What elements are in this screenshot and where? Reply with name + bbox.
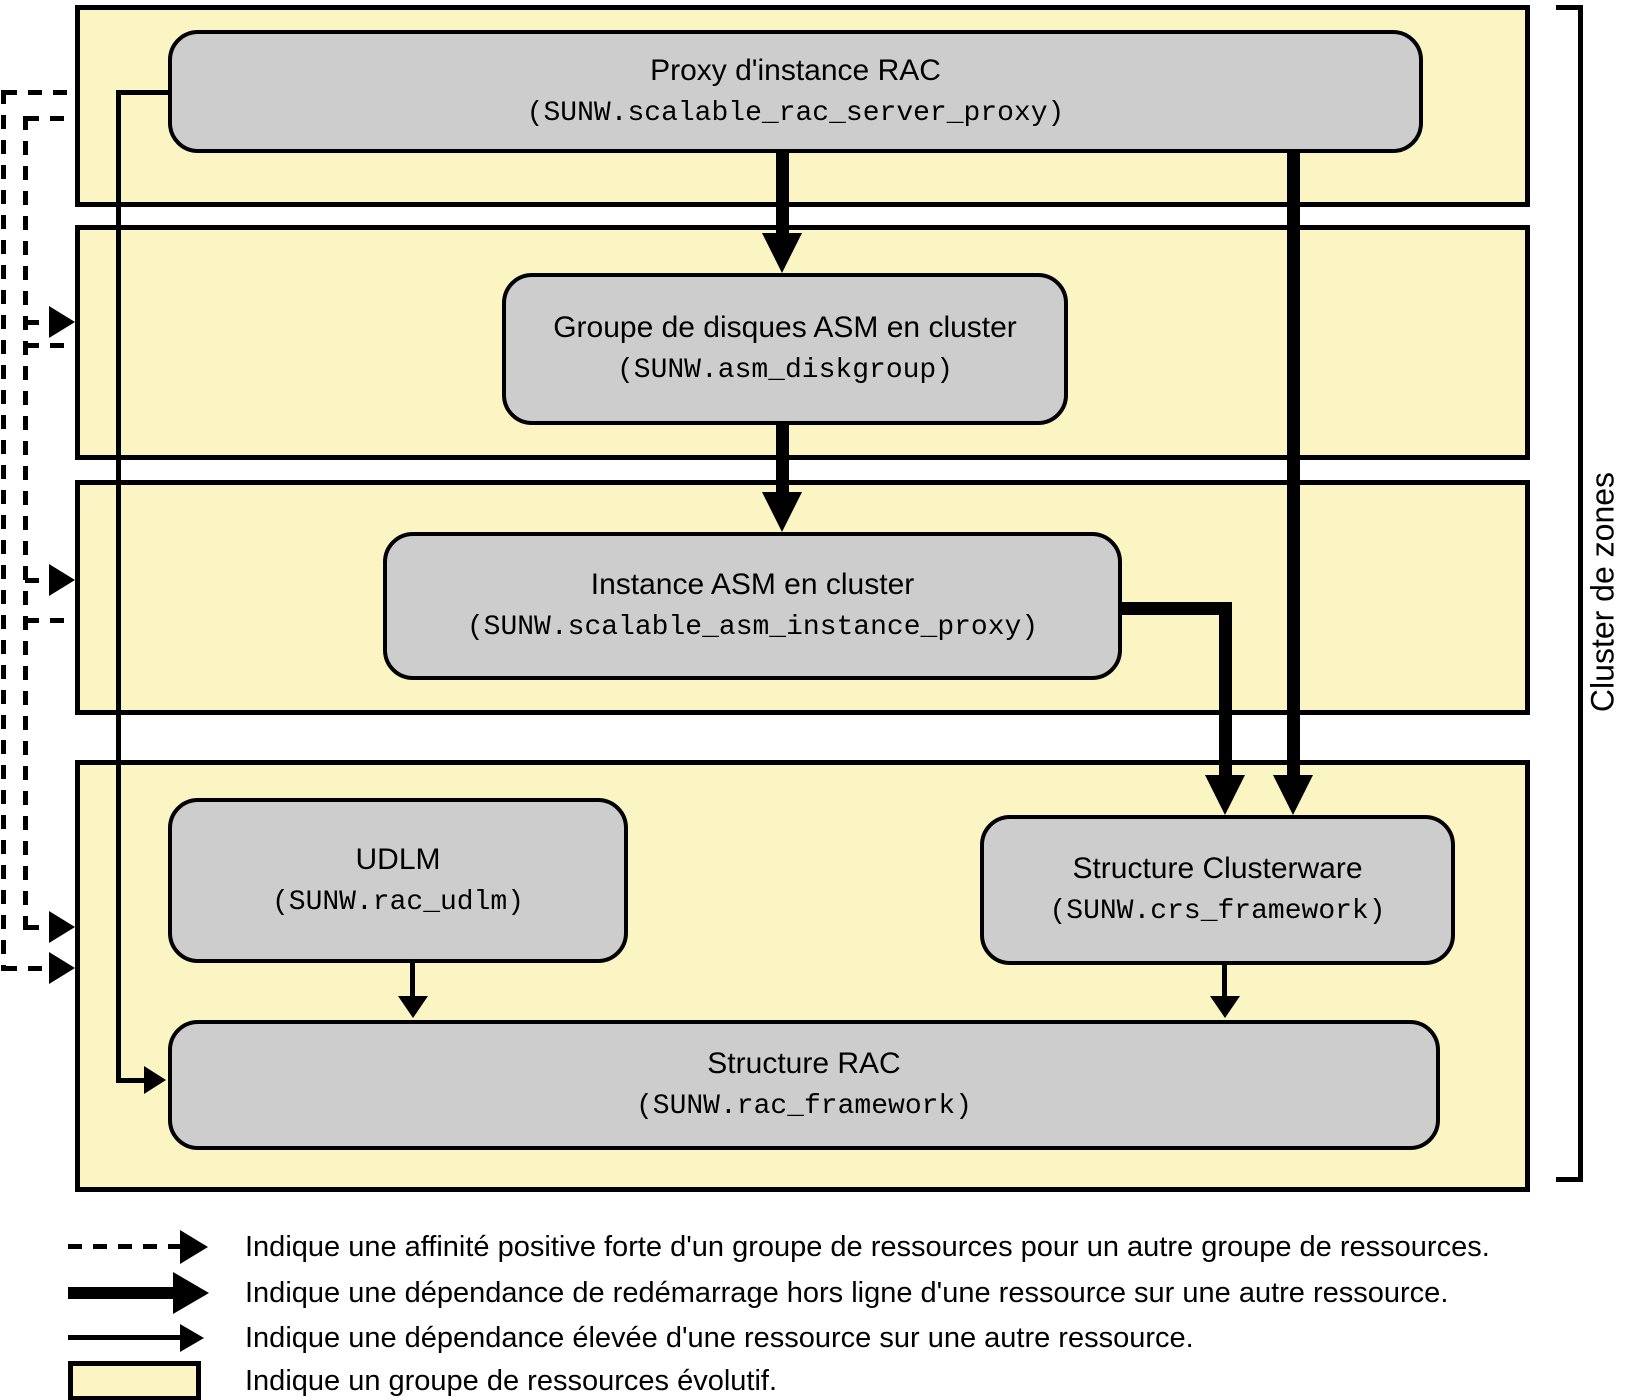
dependency-udlm-rac-arrowhead (398, 996, 428, 1018)
zone-cluster-bracket-top (1556, 5, 1583, 10)
affinity-arrow-line-to-group4-inner (25, 925, 49, 930)
legend-thick-arrow-line (68, 1287, 173, 1299)
legend-thin-arrowhead (180, 1324, 204, 1352)
affinity-stub-from-group1-outer (3, 90, 75, 95)
affinity-line-outer-vertical (1, 90, 6, 971)
zone-cluster-label: Cluster de zones (1584, 471, 1621, 713)
dependency-clusterware-rac-arrowhead (1210, 996, 1240, 1018)
offline-dep-instance-clusterware-hline (1122, 602, 1232, 615)
node-resource-type: (SUNW.scalable_rac_server_proxy) (526, 97, 1065, 129)
affinity-arrowhead-to-group4-inner (49, 911, 75, 943)
legend-item-scalable-group: Indique un groupe de ressources évolutif… (245, 1365, 778, 1397)
node-asm-instance: Instance ASM en cluster (SUNW.scalable_a… (383, 532, 1122, 680)
offline-dep-instance-clusterware-vline (1219, 602, 1232, 775)
legend-group-swatch (68, 1361, 201, 1400)
dependency-proxy-rac-vertical (116, 90, 121, 1080)
affinity-arrow-line-to-group2 (25, 320, 49, 325)
legend-item-affinity: Indique une affinité positive forte d'un… (245, 1231, 1490, 1263)
zone-cluster-bracket-bottom (1556, 1177, 1583, 1182)
affinity-arrow-line-to-group4-outer (3, 966, 49, 971)
offline-dep-diskgroup-instance-line (776, 425, 789, 492)
affinity-arrow-line-to-group3 (25, 578, 49, 583)
offline-dep-proxy-diskgroup-line (776, 153, 789, 233)
offline-dep-diskgroup-instance-arrowhead (762, 492, 802, 532)
legend-dashed-arrowhead (180, 1230, 208, 1264)
node-title: Groupe de disques ASM en cluster (553, 311, 1017, 345)
node-title: Proxy d'instance RAC (650, 53, 941, 87)
dependency-proxy-rac-arrowhead (144, 1066, 166, 1094)
node-rac-framework: Structure RAC (SUNW.rac_framework) (168, 1020, 1440, 1150)
dependency-clusterware-rac-line (1222, 965, 1227, 996)
offline-dep-instance-clusterware-arrowhead (1205, 775, 1245, 815)
node-title: UDLM (355, 842, 441, 876)
affinity-arrowhead-to-group2 (49, 306, 75, 338)
node-title: Instance ASM en cluster (590, 568, 915, 602)
node-resource-type: (SUNW.scalable_asm_instance_proxy) (466, 612, 1039, 644)
affinity-arrowhead-to-group4-outer (49, 952, 75, 984)
dependency-proxy-rac-top-segment (118, 90, 168, 95)
offline-dep-proxy-diskgroup-arrowhead (762, 233, 802, 273)
dependency-proxy-rac-bottom-segment (116, 1078, 144, 1083)
node-title: Structure Clusterware (1072, 852, 1363, 886)
affinity-stub-from-group2 (25, 343, 75, 348)
legend-thin-arrow-line (68, 1335, 180, 1340)
node-udlm: UDLM (SUNW.rac_udlm) (168, 798, 628, 963)
node-clusterware-framework: Structure Clusterware (SUNW.crs_framewor… (980, 815, 1455, 965)
node-resource-type: (SUNW.rac_framework) (635, 1091, 973, 1123)
dependency-udlm-rac-line (410, 963, 415, 996)
node-title: Structure RAC (707, 1047, 901, 1081)
offline-dep-proxy-clusterware-line (1287, 153, 1300, 775)
affinity-stub-from-group3 (25, 618, 75, 623)
affinity-line-inner-vertical (23, 116, 28, 930)
legend-thick-arrowhead (173, 1272, 209, 1314)
affinity-stub-from-group1-inner (25, 116, 75, 121)
legend-dashed-arrow-line (68, 1244, 180, 1249)
legend-item-offline-restart: Indique une dépendance de redémarrage ho… (245, 1277, 1449, 1309)
zone-cluster-bracket-vertical (1578, 5, 1583, 1182)
node-resource-type: (SUNW.asm_diskgroup) (616, 355, 954, 387)
legend-item-strong-dependency: Indique une dépendance élevée d'une ress… (245, 1322, 1194, 1354)
node-resource-type: (SUNW.crs_framework) (1049, 896, 1386, 928)
node-asm-diskgroup: Groupe de disques ASM en cluster (SUNW.a… (502, 273, 1068, 425)
affinity-arrowhead-to-group3 (49, 564, 75, 596)
offline-dep-proxy-clusterware-arrowhead (1273, 775, 1313, 815)
node-rac-instance-proxy: Proxy d'instance RAC (SUNW.scalable_rac_… (168, 30, 1423, 153)
node-resource-type: (SUNW.rac_udlm) (271, 886, 525, 918)
